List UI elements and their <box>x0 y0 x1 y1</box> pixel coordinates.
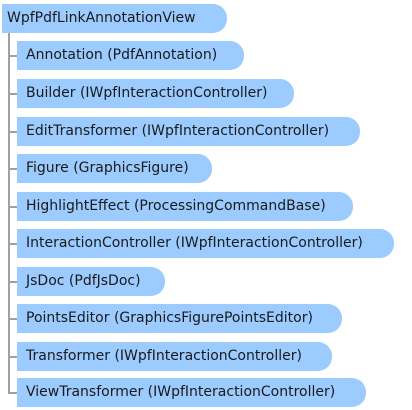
branch-connector <box>8 55 17 57</box>
member-node-edit-transformer[interactable]: EditTransformer (IWpfInteractionControll… <box>17 117 360 146</box>
branch-connector <box>8 318 17 320</box>
member-node-interaction-controller[interactable]: InteractionController (IWpfInteractionCo… <box>17 229 394 258</box>
branch-connector <box>8 243 17 245</box>
member-node-transformer[interactable]: Transformer (IWpfInteractionController) <box>17 342 332 371</box>
member-node-annotation[interactable]: Annotation (PdfAnnotation) <box>17 41 244 70</box>
branch-connector <box>8 392 17 394</box>
member-node-js-doc[interactable]: JsDoc (PdfJsDoc) <box>17 267 165 296</box>
tree-trunk-connector <box>8 33 10 393</box>
member-node-points-editor[interactable]: PointsEditor (GraphicsFigurePointsEditor… <box>17 304 342 333</box>
branch-connector <box>8 168 17 170</box>
member-node-figure[interactable]: Figure (GraphicsFigure) <box>17 154 212 183</box>
branch-connector <box>8 131 17 133</box>
branch-connector <box>8 206 17 208</box>
branch-connector <box>8 93 17 95</box>
branch-connector <box>8 356 17 358</box>
root-class-node[interactable]: WpfPdfLinkAnnotationView <box>2 4 227 33</box>
member-node-view-transformer[interactable]: ViewTransformer (IWpfInteractionControll… <box>17 378 366 407</box>
member-node-highlight-effect[interactable]: HighlightEffect (ProcessingCommandBase) <box>17 192 353 221</box>
member-node-builder[interactable]: Builder (IWpfInteractionController) <box>17 79 294 108</box>
branch-connector <box>8 281 17 283</box>
